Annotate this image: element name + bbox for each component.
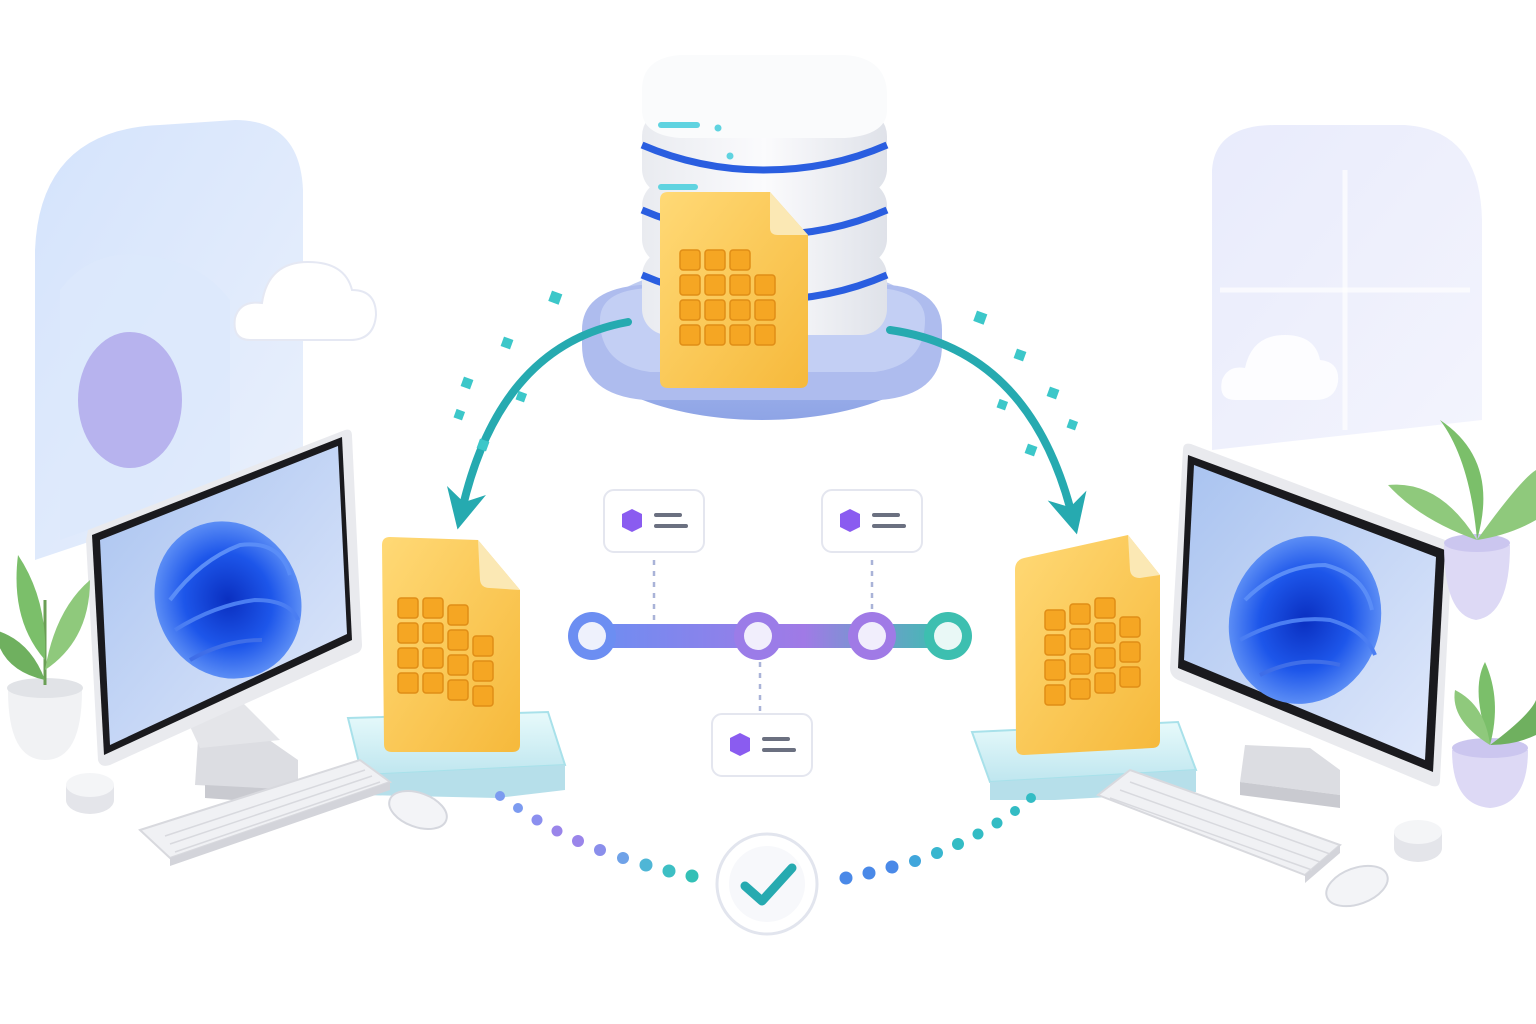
plant-icon bbox=[1388, 420, 1536, 620]
timeline-node bbox=[848, 612, 896, 660]
plant-icon bbox=[1452, 662, 1536, 808]
particle-cubes bbox=[453, 290, 1079, 457]
right-background-panel bbox=[1212, 125, 1482, 450]
spreadsheet-file-icon bbox=[1015, 535, 1160, 755]
sync-arrow-icon bbox=[886, 326, 1087, 535]
spreadsheet-file-icon bbox=[382, 537, 520, 752]
server-led bbox=[658, 122, 700, 128]
cloud-icon bbox=[1221, 335, 1339, 400]
timeline-node bbox=[568, 612, 616, 660]
circle-decoration bbox=[78, 332, 182, 468]
bloom-wallpaper bbox=[1228, 536, 1382, 704]
timeline-node bbox=[734, 612, 782, 660]
bloom-wallpaper bbox=[154, 521, 302, 679]
keyboard-icon bbox=[138, 758, 393, 866]
checkmark-icon bbox=[740, 863, 797, 906]
speaker-icon bbox=[66, 773, 114, 814]
mouse-icon bbox=[1325, 864, 1389, 908]
timeline-card bbox=[603, 489, 705, 553]
version-timeline bbox=[568, 560, 972, 712]
cube-icon bbox=[730, 733, 750, 756]
success-badge bbox=[715, 832, 819, 936]
cube-icon bbox=[840, 509, 860, 532]
timeline-node bbox=[924, 612, 972, 660]
cube-icon bbox=[622, 509, 642, 532]
keyboard-icon bbox=[1095, 768, 1342, 883]
dotted-connector bbox=[839, 793, 1036, 885]
timeline-card bbox=[821, 489, 923, 553]
timeline-card bbox=[711, 713, 813, 777]
desktop-monitor-icon bbox=[1170, 443, 1452, 808]
sync-arrow-icon bbox=[447, 318, 632, 530]
speaker-icon bbox=[1394, 820, 1442, 862]
plant-icon bbox=[0, 555, 90, 760]
desktop-monitor-icon bbox=[86, 429, 362, 805]
dotted-connector bbox=[495, 791, 699, 883]
server-led bbox=[658, 184, 698, 190]
spreadsheet-file-icon bbox=[660, 192, 808, 388]
cloud-icon bbox=[233, 260, 378, 341]
mouse-icon bbox=[388, 790, 448, 830]
left-background-panel bbox=[35, 120, 303, 560]
